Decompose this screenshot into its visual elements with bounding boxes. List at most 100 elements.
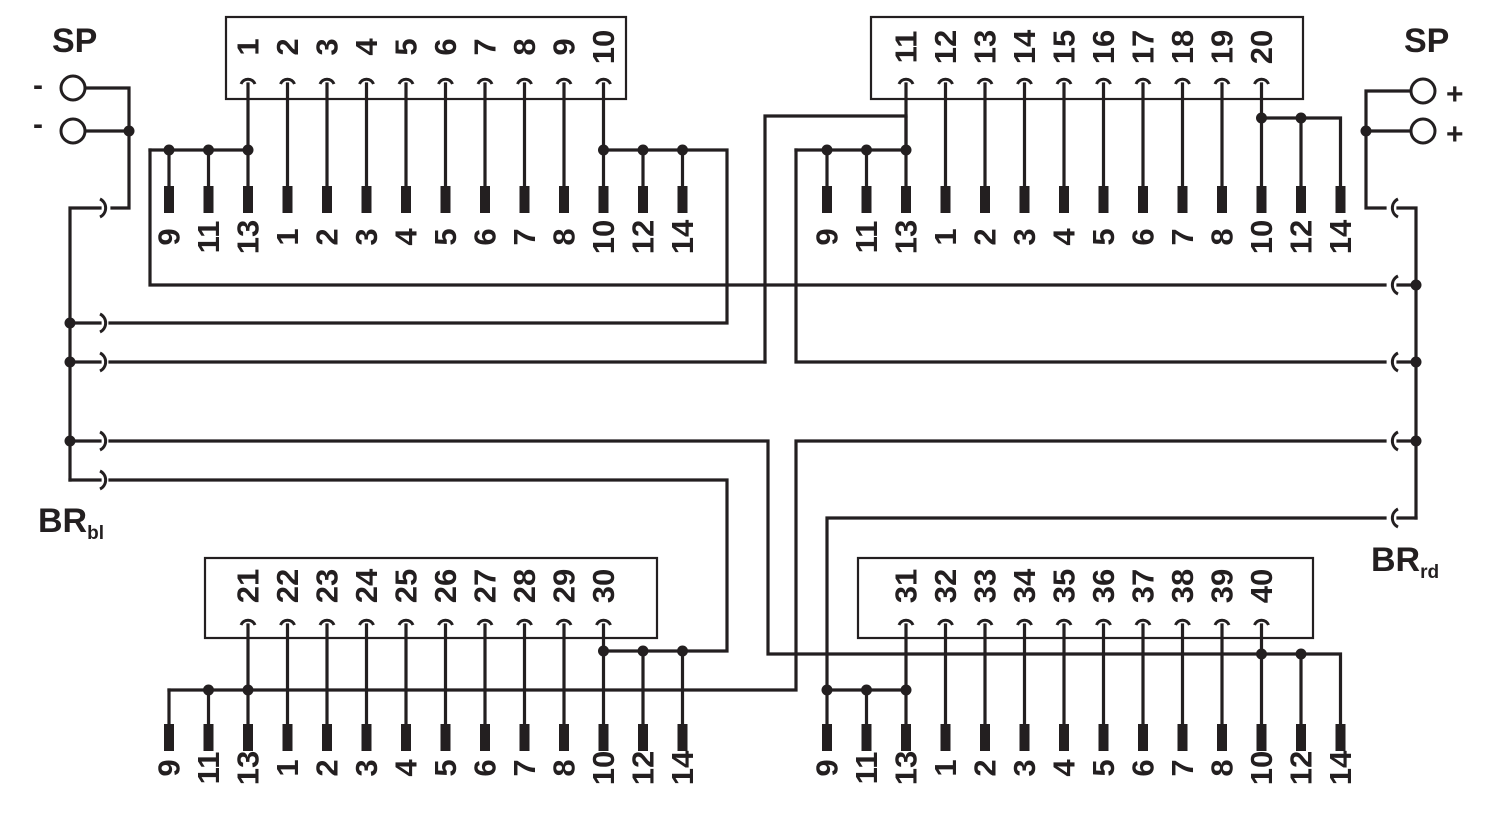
pin-number: 5 bbox=[1086, 759, 1121, 776]
terminal-pin bbox=[282, 186, 293, 213]
wire-top-left-to-br-rd bbox=[148, 148, 1387, 287]
connector-number: 18 bbox=[1165, 30, 1200, 64]
br-left-label: BRbl bbox=[38, 502, 104, 544]
terminal-pin bbox=[1217, 724, 1227, 751]
connector-block-bottom-right bbox=[856, 556, 1315, 640]
sp-left-minus-2: - bbox=[33, 108, 43, 141]
terminal-pin bbox=[598, 186, 609, 213]
br-rd-socket bbox=[1390, 507, 1399, 529]
connector-cup bbox=[358, 618, 375, 626]
connector-number: 30 bbox=[586, 569, 621, 603]
connector-number: 21 bbox=[231, 569, 266, 603]
junction-dot bbox=[1295, 112, 1307, 124]
connector-number: 1 bbox=[231, 38, 266, 55]
connector-number: 8 bbox=[507, 38, 542, 55]
sp-right-terminal-1 bbox=[1409, 77, 1437, 105]
junction-dot bbox=[821, 144, 833, 156]
pin-number: 5 bbox=[1086, 228, 1121, 245]
connector-cup bbox=[476, 77, 494, 85]
pin-number: 4 bbox=[389, 759, 424, 777]
sp-left-terminal-1 bbox=[59, 74, 87, 102]
pin-number: 3 bbox=[1007, 228, 1042, 245]
wire-sp-right bbox=[1364, 89, 1413, 210]
junction-dot bbox=[242, 684, 254, 696]
junction-dot bbox=[203, 684, 214, 696]
br-rd-socket bbox=[1390, 274, 1399, 296]
connector-number: 15 bbox=[1047, 30, 1082, 64]
junction-dot bbox=[637, 144, 649, 156]
pin-number: 3 bbox=[349, 759, 384, 776]
junction-dot bbox=[1256, 112, 1267, 124]
pin-number: 3 bbox=[349, 228, 384, 245]
connector-cup bbox=[1095, 618, 1112, 626]
connector-number: 32 bbox=[928, 569, 963, 603]
connector-cup bbox=[239, 618, 257, 626]
sp-left-terminal-2 bbox=[59, 117, 87, 145]
junction-dot bbox=[203, 144, 214, 156]
connector-number: 36 bbox=[1086, 569, 1121, 603]
connector-cup bbox=[937, 77, 954, 85]
terminal-pin bbox=[1138, 724, 1148, 751]
connector-cup bbox=[476, 618, 494, 626]
pin-number: 12 bbox=[1284, 751, 1319, 785]
connector-number: 14 bbox=[1007, 29, 1042, 64]
pin-number: 8 bbox=[547, 228, 582, 245]
terminal-pin bbox=[1256, 186, 1267, 213]
connector-cup bbox=[595, 618, 612, 626]
connector-cup bbox=[1213, 618, 1231, 626]
connector-number: 26 bbox=[428, 569, 463, 603]
pin-number: 11 bbox=[849, 752, 884, 785]
connector-number: 39 bbox=[1205, 569, 1240, 603]
pin-number: 1 bbox=[928, 228, 963, 245]
terminal-pin bbox=[203, 724, 214, 751]
sp-left-label: SP bbox=[52, 22, 97, 60]
junction-dot bbox=[242, 144, 254, 156]
terminal-pin bbox=[940, 186, 951, 213]
pin-number: 13 bbox=[889, 751, 924, 785]
br-bl-socket bbox=[99, 312, 108, 334]
junction-dot bbox=[64, 356, 76, 368]
connector-number: 38 bbox=[1165, 569, 1200, 603]
terminal-pin bbox=[1256, 724, 1267, 751]
pin-number: 2 bbox=[310, 228, 345, 245]
junction-dot bbox=[677, 144, 688, 156]
br-rd-bus bbox=[1396, 206, 1418, 520]
junction-dot bbox=[1410, 356, 1422, 368]
pin-number: 12 bbox=[626, 751, 661, 785]
connector-cup bbox=[1213, 77, 1231, 85]
connector-number: 31 bbox=[889, 569, 924, 603]
pin-number: 10 bbox=[586, 751, 621, 785]
pin-number: 9 bbox=[810, 759, 845, 776]
terminal-pin bbox=[164, 724, 174, 751]
pin-number: 13 bbox=[889, 220, 924, 254]
pin-number: 14 bbox=[1323, 219, 1358, 254]
terminal-pin bbox=[480, 186, 490, 213]
pin-number: 9 bbox=[152, 228, 187, 245]
terminal-pin bbox=[1296, 724, 1306, 751]
junction-dot bbox=[861, 684, 872, 696]
pin-number: 7 bbox=[1165, 228, 1200, 245]
pin-number: 1 bbox=[270, 228, 305, 245]
sp-right-terminal-2 bbox=[1409, 117, 1437, 145]
pin-number: 13 bbox=[231, 751, 266, 785]
pin-number: 7 bbox=[1165, 759, 1200, 776]
pin-number: 4 bbox=[389, 228, 424, 246]
connector-cup bbox=[1016, 618, 1033, 626]
connector-cup bbox=[976, 77, 994, 85]
connector-number: 37 bbox=[1126, 569, 1161, 603]
connector-cup bbox=[397, 77, 415, 85]
connector-number: 9 bbox=[547, 38, 582, 55]
connector-cup bbox=[1134, 618, 1152, 626]
junction-dot bbox=[123, 125, 135, 137]
terminal-pin bbox=[519, 724, 530, 751]
junction-dot bbox=[163, 144, 175, 156]
pin-number: 11 bbox=[191, 221, 226, 254]
terminal-pin bbox=[322, 724, 332, 751]
wire bbox=[763, 114, 908, 364]
connector-cup bbox=[516, 77, 533, 85]
connector-cup bbox=[279, 618, 296, 626]
connector-block-bottom-left bbox=[203, 556, 659, 640]
terminal-pin bbox=[361, 724, 372, 751]
connector-number: 22 bbox=[270, 569, 305, 603]
pin-number: 6 bbox=[468, 759, 503, 776]
